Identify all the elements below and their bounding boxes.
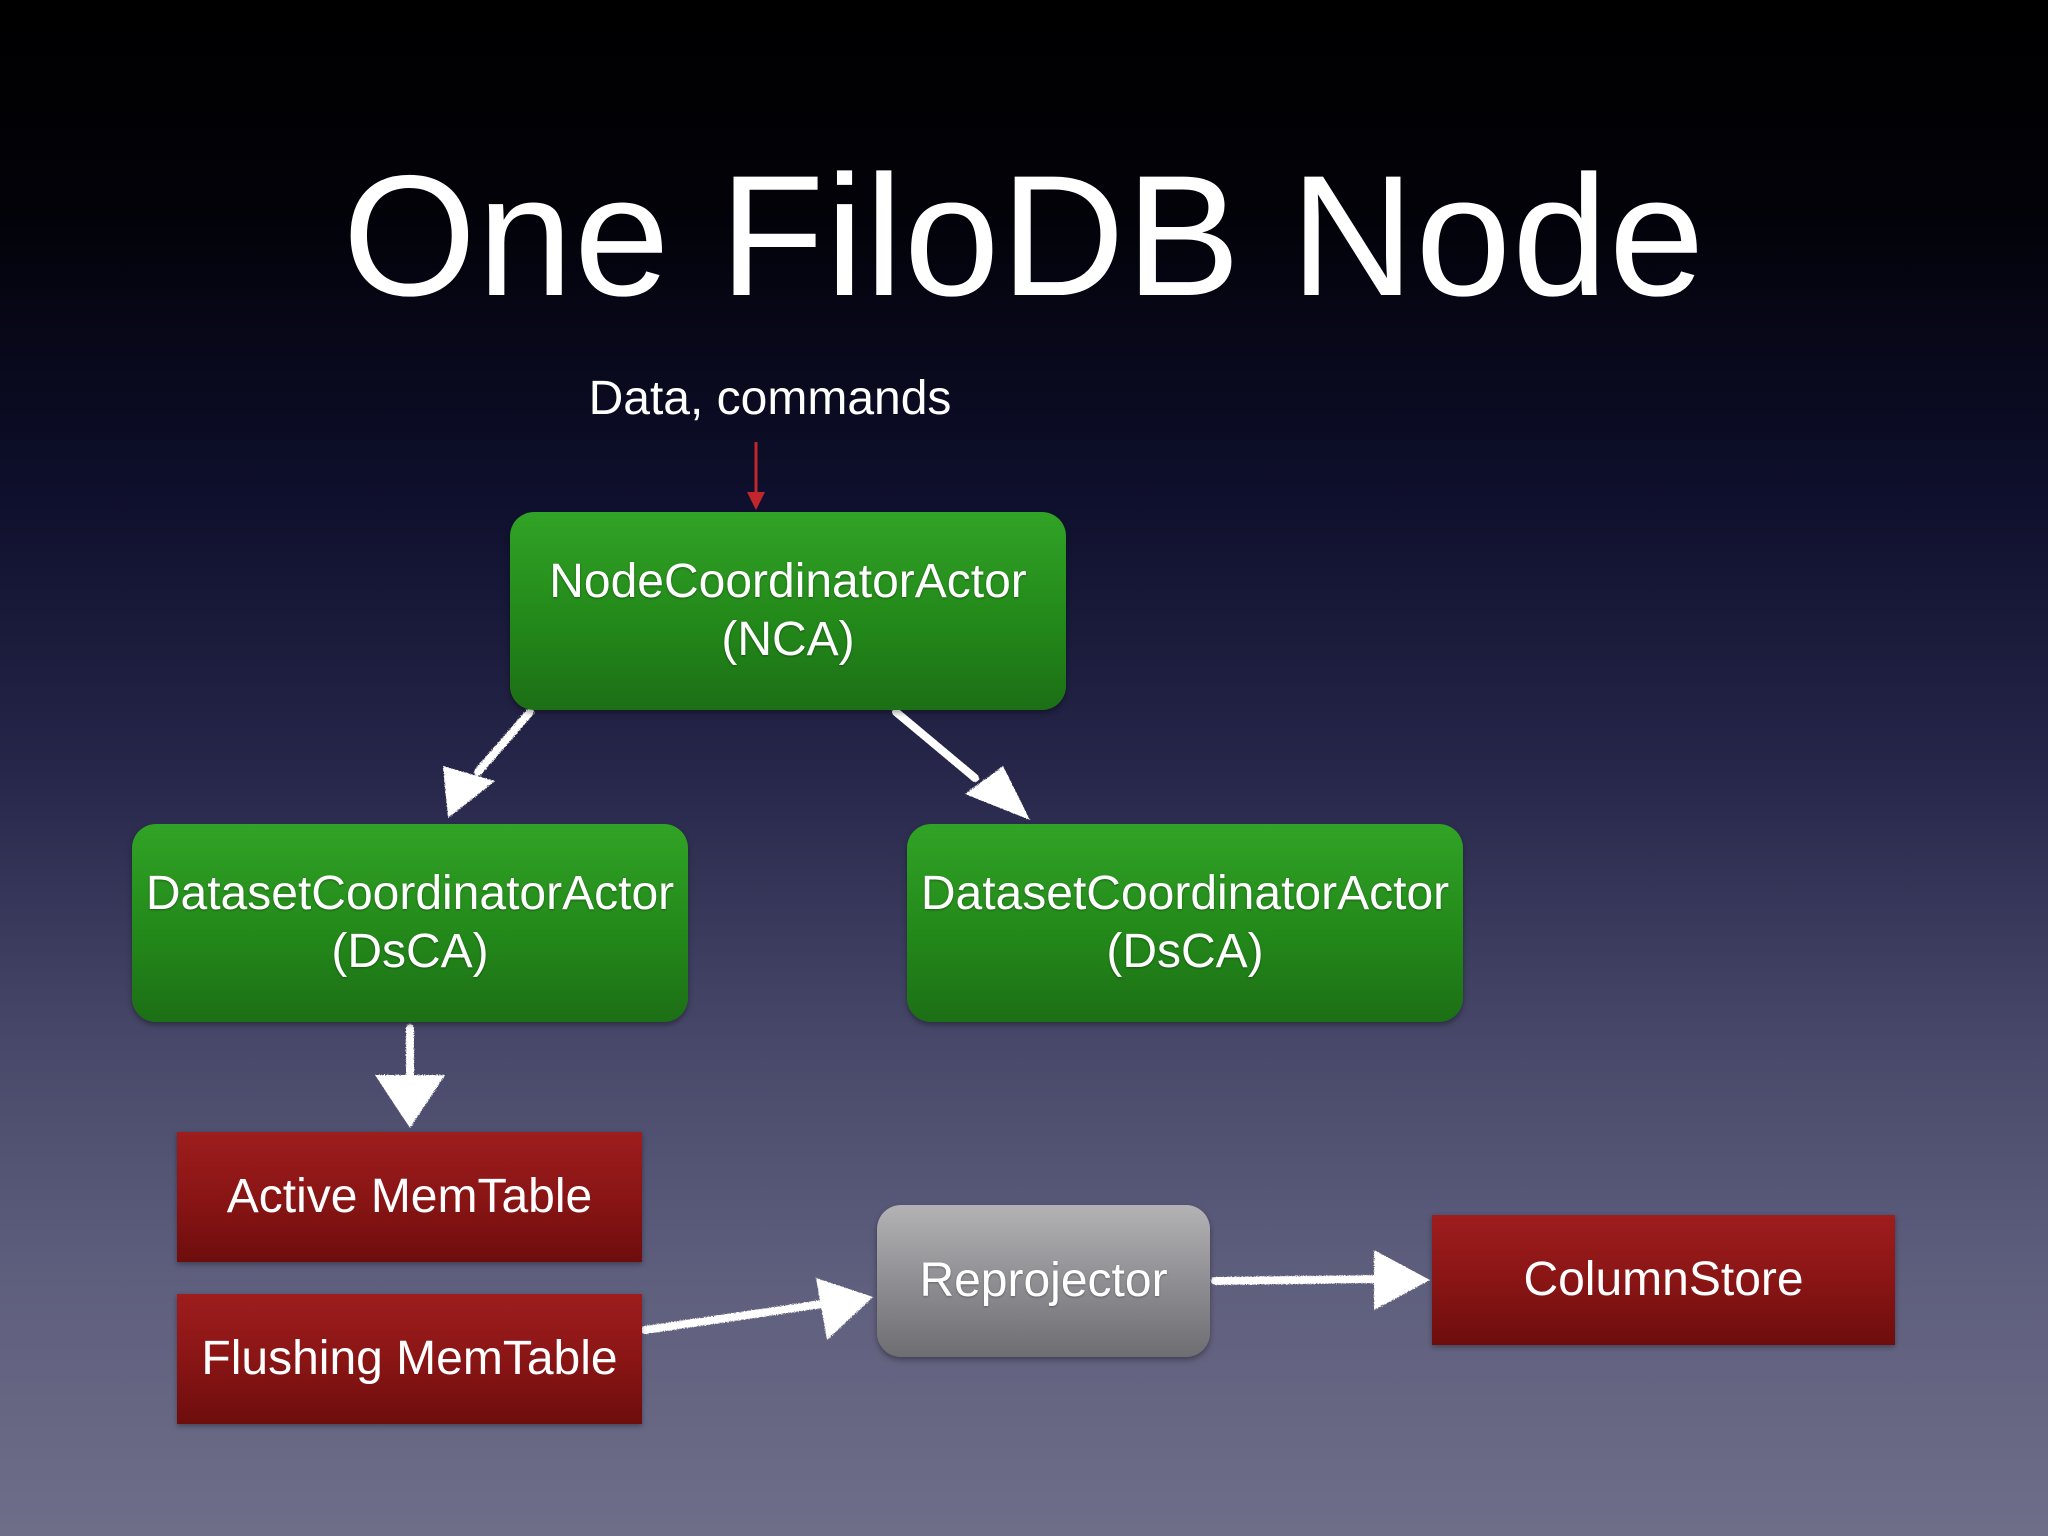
columnstore-label: ColumnStore xyxy=(1523,1253,1804,1306)
dsca-right-name: DatasetCoordinatorActor xyxy=(920,867,1450,920)
flushing-memtable-label: Flushing MemTable xyxy=(201,1332,618,1385)
active-memtable-box: Active MemTable xyxy=(177,1132,642,1262)
active-memtable-label: Active MemTable xyxy=(226,1170,593,1223)
arrow-dsca-to-active-memtable xyxy=(375,1024,445,1128)
dataset-coordinator-actor-box-right: DatasetCoordinatorActor (DsCA) xyxy=(907,824,1463,1022)
flushing-memtable-box: Flushing MemTable xyxy=(177,1294,642,1424)
dsca-right-abbrev: (DsCA) xyxy=(1106,925,1264,978)
slide-title: One FiloDB Node xyxy=(342,140,1706,332)
dsca-left-name: DatasetCoordinatorActor xyxy=(145,867,675,920)
nca-name: NodeCoordinatorActor xyxy=(549,555,1027,608)
reprojector-label: Reprojector xyxy=(919,1254,1168,1307)
arrow-nca-to-dsca-right xyxy=(892,708,1030,820)
dsca-left-abbrev: (DsCA) xyxy=(331,925,489,978)
nca-abbrev: (NCA) xyxy=(721,613,855,666)
arrow-flushing-to-reprojector xyxy=(641,1278,873,1340)
arrow-nca-to-dsca-left xyxy=(443,708,534,818)
arrow-reprojector-to-columnstore xyxy=(1211,1250,1430,1310)
dataset-coordinator-actor-box-left: DatasetCoordinatorActor (DsCA) xyxy=(132,824,688,1022)
node-coordinator-actor-box: NodeCoordinatorActor (NCA) xyxy=(510,512,1066,710)
columnstore-box: ColumnStore xyxy=(1432,1215,1895,1345)
input-label: Data, commands xyxy=(588,372,952,425)
input-arrow xyxy=(747,442,765,510)
reprojector-box: Reprojector xyxy=(877,1205,1210,1357)
